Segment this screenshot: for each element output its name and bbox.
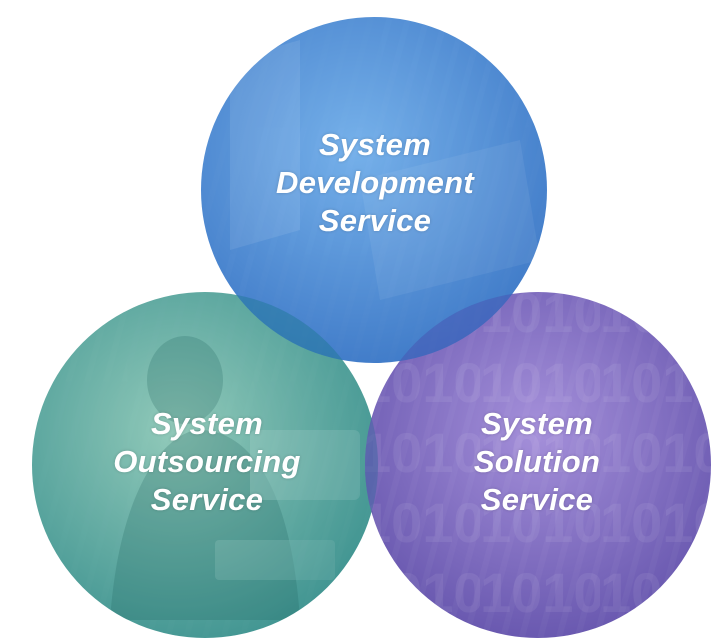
outsourcing-line-1: System	[150, 406, 264, 441]
development-service-label: System Development Service	[275, 126, 475, 240]
outsourcing-line-3: Service	[150, 482, 264, 517]
solution-line-2: Solution	[473, 444, 601, 479]
outsourcing-line-2: Outsourcing	[113, 444, 301, 479]
solution-line-1: System	[480, 406, 594, 441]
solution-line-3: Service	[480, 482, 594, 517]
outsourcing-service-label: System Outsourcing Service	[97, 405, 317, 519]
development-line-2: Development	[276, 165, 474, 200]
outsourcing-circle	[32, 292, 378, 638]
development-line-1: System	[318, 127, 432, 162]
development-line-3: Service	[318, 203, 432, 238]
solution-service-label: System Solution Service	[437, 405, 637, 519]
